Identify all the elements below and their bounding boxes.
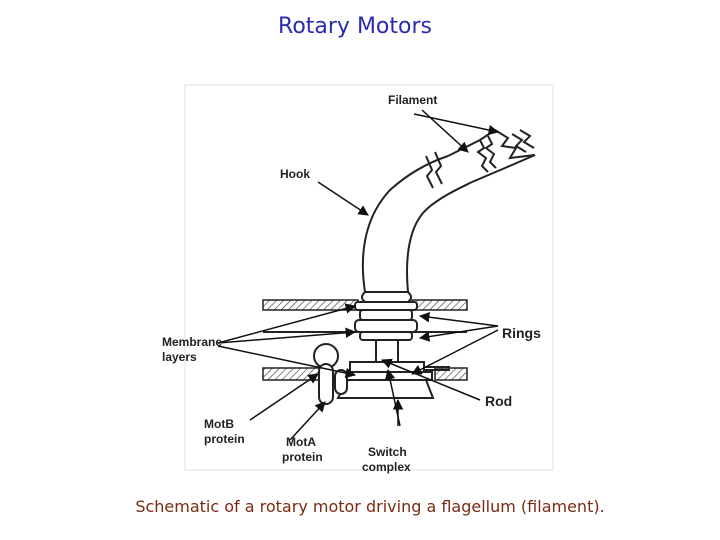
hook-and-filament (361, 129, 536, 293)
motb-label-line1: MotB (204, 417, 234, 431)
figure-caption: Schematic of a rotary motor driving a fl… (135, 497, 605, 516)
mot-proteins (313, 343, 348, 405)
motb-label-line2: protein (204, 432, 245, 446)
figure-frame (184, 84, 554, 471)
filament-label: Filament (388, 93, 437, 107)
mota-label-line1: MotA (286, 435, 316, 449)
leader-arrows (217, 109, 500, 441)
rings (354, 301, 418, 341)
mota-label-line2: protein (282, 450, 323, 464)
rod (375, 339, 399, 363)
flagellar-motor-diagram: Filament Hook Membrane layers Rings Rod … (150, 80, 560, 480)
rod-label: Rod (485, 393, 512, 409)
membrane-label-line1: Membrane (162, 335, 222, 349)
membrane-label-line2: layers (162, 350, 197, 364)
switch-label-line2: complex (362, 460, 411, 474)
rings-label: Rings (502, 325, 541, 341)
hook-neck (361, 291, 412, 303)
hook-label: Hook (280, 167, 310, 181)
diagram-svg: Filament Hook Membrane layers Rings Rod … (162, 84, 554, 474)
switch-label-line1: Switch (368, 445, 407, 459)
motor-base (336, 361, 450, 399)
page-title: Rotary Motors (278, 14, 432, 39)
